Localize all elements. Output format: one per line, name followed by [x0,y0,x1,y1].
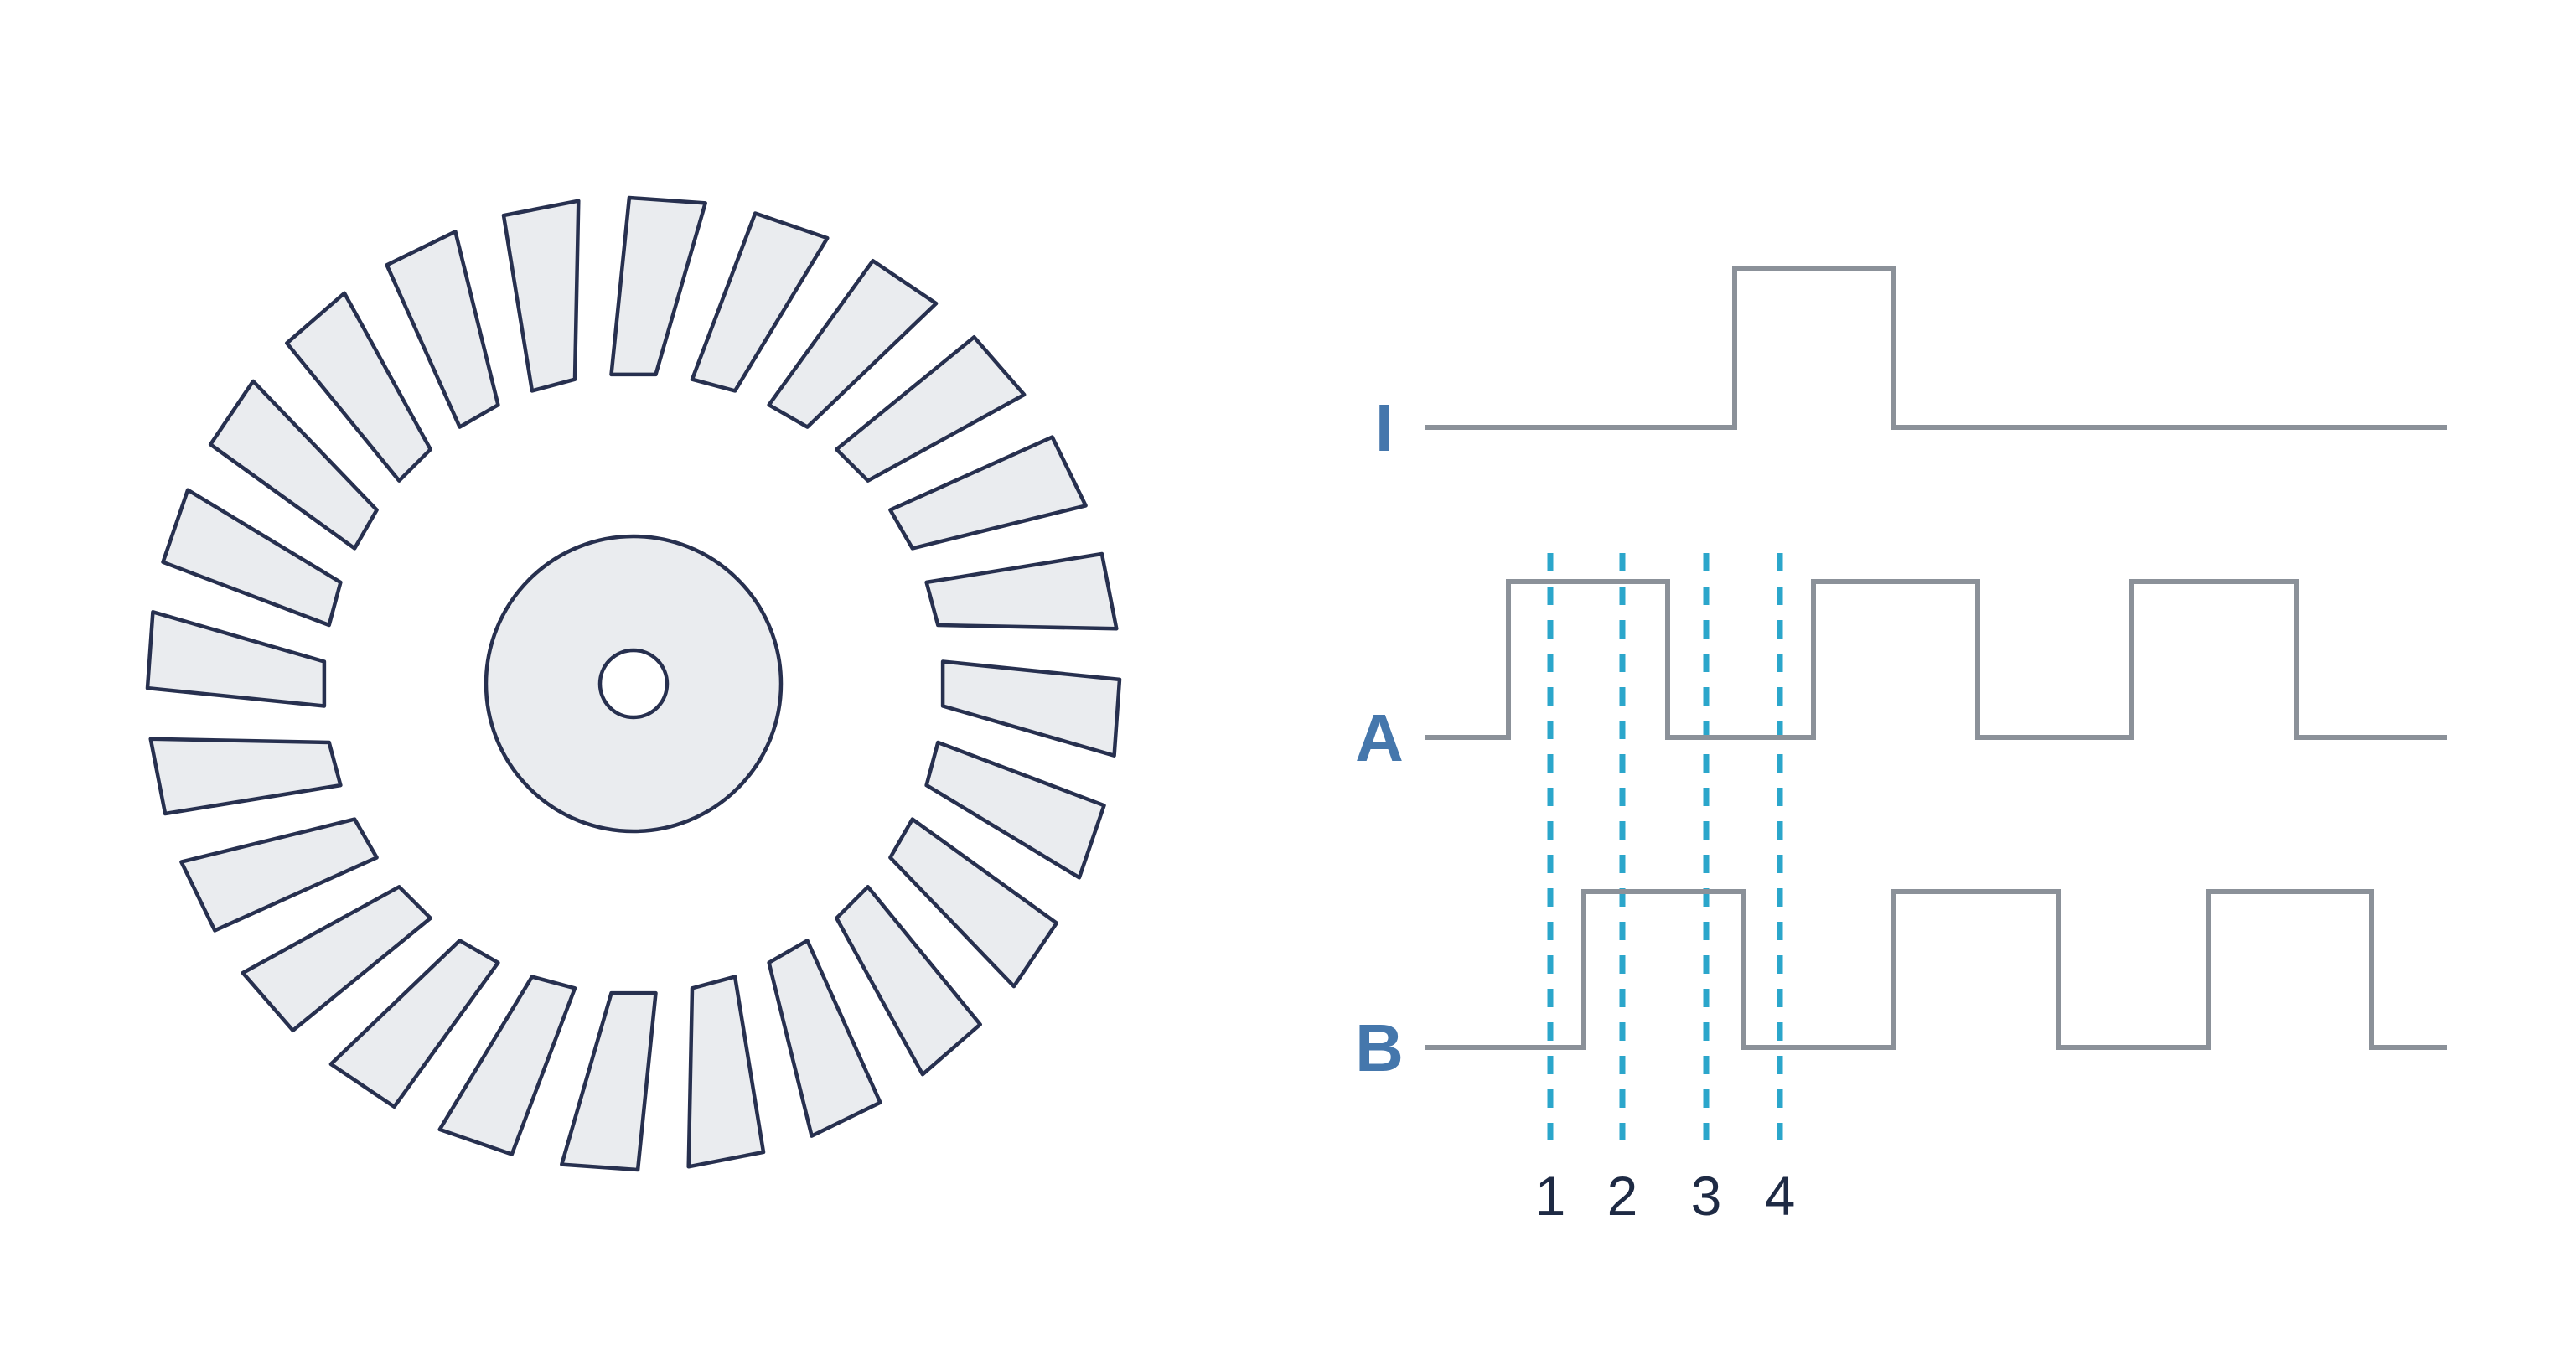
phase-marker-label-3: 3 [1691,1165,1722,1227]
encoder-slot [179,817,379,933]
phase-marker-label-2: 2 [1607,1165,1638,1227]
encoder-slot [328,939,500,1109]
encoder-slot [285,291,432,483]
signal-i-label: I [1375,390,1394,465]
encoder-slot [835,885,982,1077]
encoder-slot [690,211,830,393]
encoder-slot [148,737,343,816]
encoder-slot [835,335,1027,483]
encoder-slot [145,610,327,708]
encoder-disk [145,195,1122,1172]
encoder-slot [241,885,432,1032]
encoder-slot [560,990,658,1172]
signal-labels: I A B [1355,390,1404,1085]
encoder-slot [437,975,577,1156]
encoder-slot [501,199,581,393]
encoder-slot [686,975,766,1169]
encoder-slot [940,659,1122,758]
signal-a-label: A [1355,701,1404,775]
encoder-slot [609,195,707,377]
encoder-slot [924,740,1106,880]
encoder-slot [161,488,343,628]
signal-b-trace [1425,889,2447,1050]
phase-marker-label-1: 1 [1535,1165,1566,1227]
signal-traces [1425,266,2447,1050]
encoder-slot [888,817,1059,989]
signal-b-label: B [1355,1011,1404,1085]
signal-i-trace [1425,266,2447,430]
encoder-slot [208,379,379,551]
encoder-bore-hole [597,648,670,720]
encoder-slot [767,258,939,429]
phase-marker-label-4: 4 [1765,1165,1796,1227]
encoder-slot [385,230,500,429]
encoder-slot [924,551,1119,631]
signal-a-trace [1425,579,2447,740]
encoder-slot [888,435,1088,551]
encoder-slot [767,939,882,1138]
